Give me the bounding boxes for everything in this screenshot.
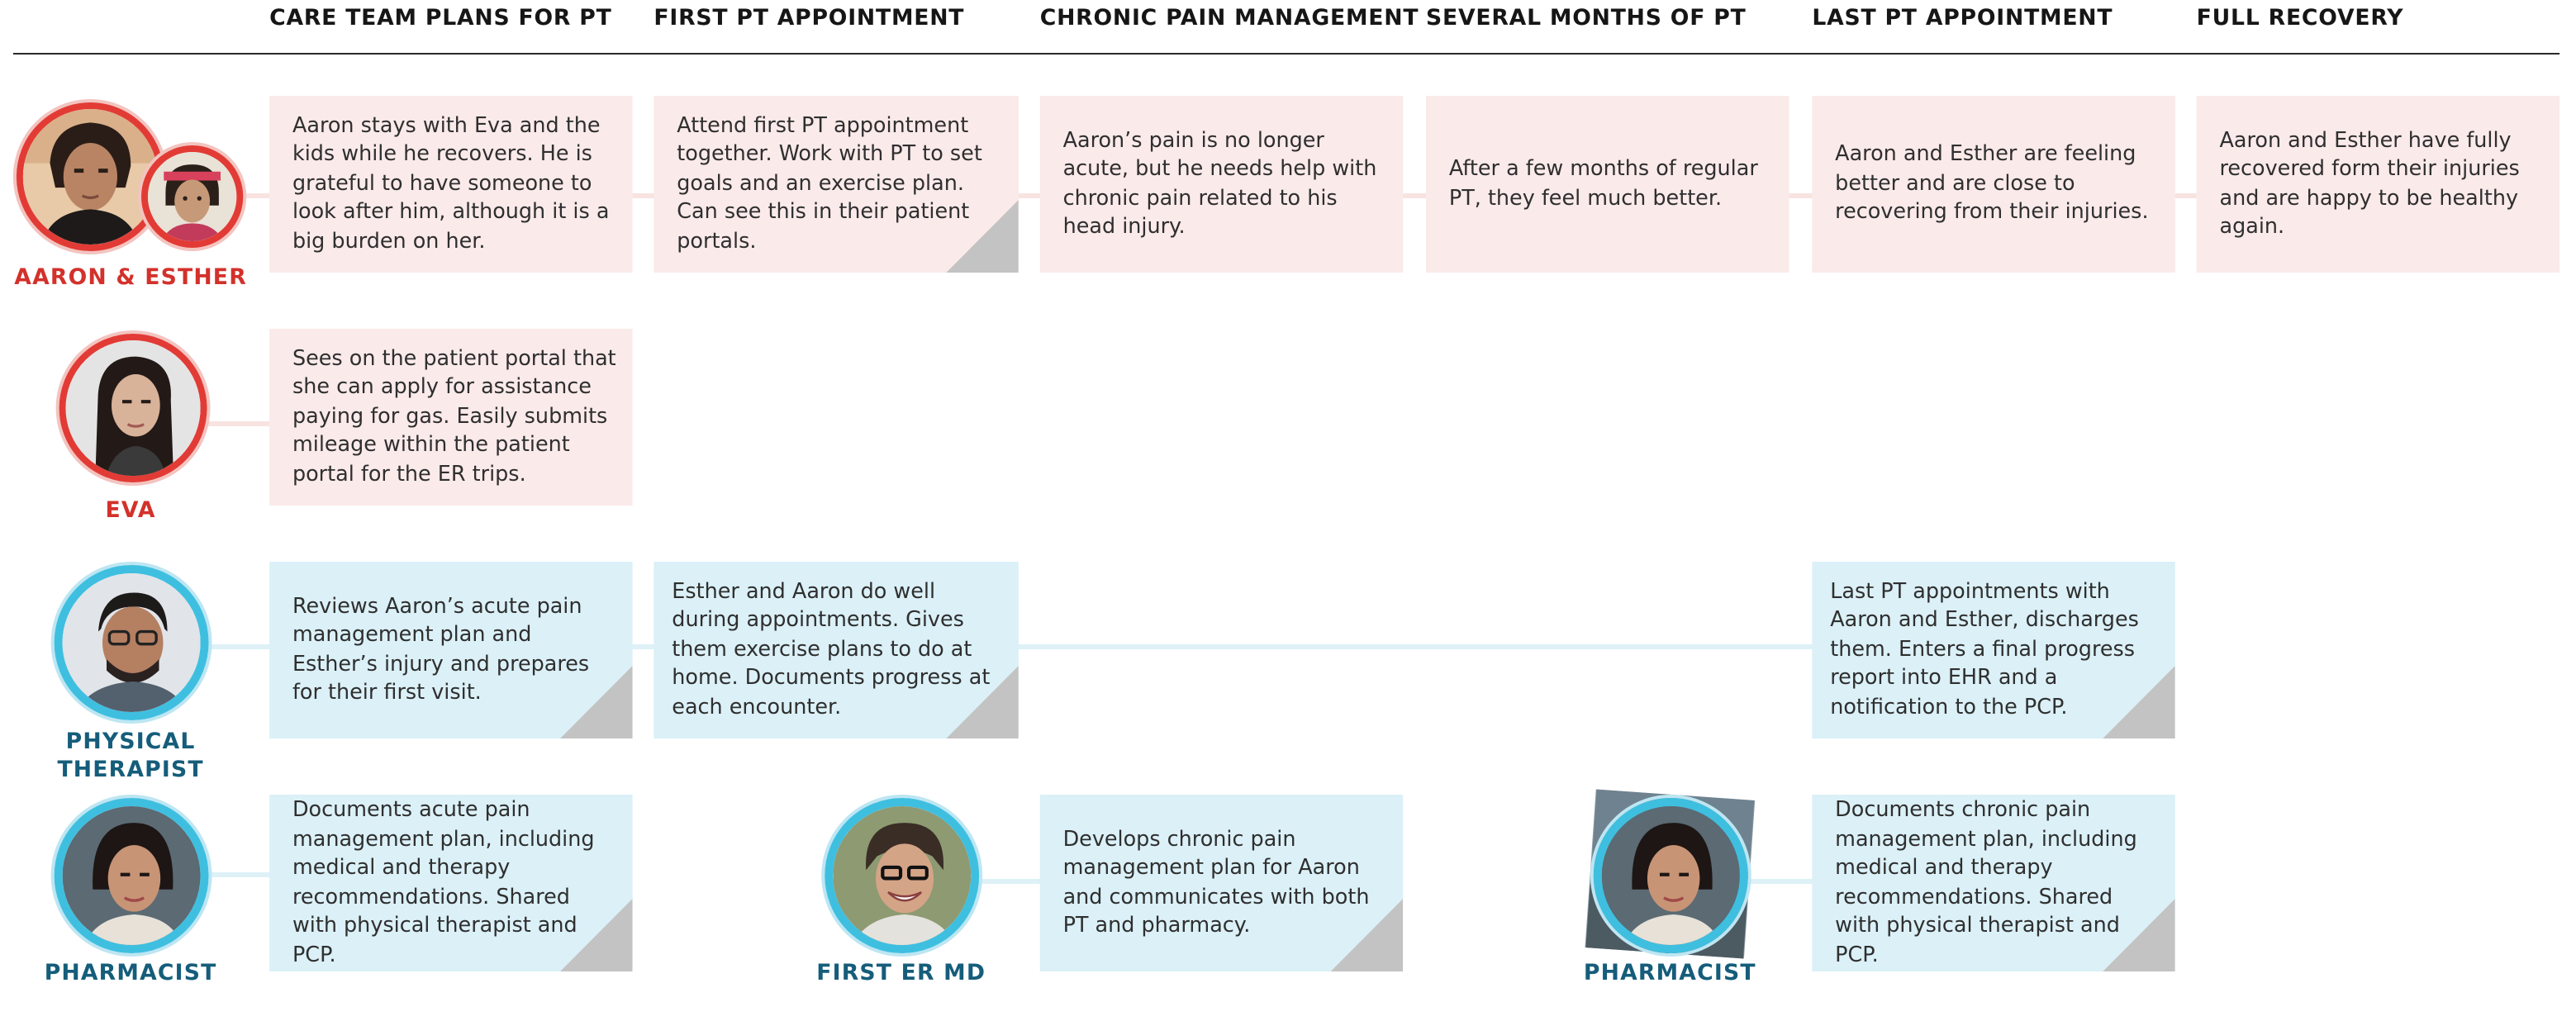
journey-card-pharmacist-care-team: Documents acute pain management plan, in… <box>269 795 633 971</box>
journey-card-aaron-several-months: After a few months of regular PT, they f… <box>1426 96 1789 273</box>
first-er-md-portrait-icon <box>833 806 972 945</box>
card-text: Attend first PT appointment together. Wo… <box>677 113 982 254</box>
card-text: Aaron and Esther have fully recovered fo… <box>2219 128 2520 240</box>
card-text: Last PT appointments with Aaron and Esth… <box>1830 579 2139 720</box>
card-text: Aaron and Esther are feeling better and … <box>1835 142 2149 226</box>
actor-label-physical-therapist-line1: PHYSICAL <box>65 730 196 755</box>
actor-label-pharmacist: PHARMACIST <box>44 962 217 986</box>
esther-portrait-icon <box>147 152 237 241</box>
journey-card-pt-last-pt: Last PT appointments with Aaron and Esth… <box>1812 562 2175 738</box>
card-text: Aaron stays with Eva and the kids while … <box>292 113 610 254</box>
card-text: Documents acute pain management plan, in… <box>292 798 595 967</box>
physical-therapist-avatar <box>54 565 209 720</box>
actor-label-physical-therapist-line2: THERAPIST <box>57 758 204 783</box>
card-text: Aaron’s pain is no longer acute, but he … <box>1062 128 1377 240</box>
aaron-avatar <box>16 102 164 251</box>
stage-header-chronic-pain-management: CHRONIC PAIN MANAGEMENT <box>1039 7 1419 31</box>
actor-label-aaron-esther: AARON & ESTHER <box>14 266 247 291</box>
eva-avatar <box>59 334 207 482</box>
journey-card-aaron-full-recovery: Aaron and Esther have fully recovered fo… <box>2196 96 2560 273</box>
journey-card-aaron-care-team: Aaron stays with Eva and the kids while … <box>269 96 633 273</box>
journey-card-pt-care-team: Reviews Aaron’s acute pain management pl… <box>269 562 633 738</box>
stage-header-several-months-of-pt: SEVERAL MONTHS OF PT <box>1426 7 1747 31</box>
card-text: Documents chronic pain management plan, … <box>1835 798 2137 967</box>
eva-portrait-icon <box>65 340 201 476</box>
header-divider <box>12 53 2560 55</box>
stage-header-last-pt-appointment: LAST PT APPOINTMENT <box>1812 7 2113 31</box>
card-text: After a few months of regular PT, they f… <box>1448 157 1758 211</box>
pharmacist-avatar-2 <box>1593 798 1748 953</box>
swimlane-line-pharmacist-2 <box>1741 879 1821 884</box>
journey-card-aaron-first-pt: Attend first PT appointment together. Wo… <box>654 96 1019 273</box>
swimlane-line-eva <box>205 421 272 426</box>
swimlane-line-pharmacist <box>200 872 275 877</box>
esther-avatar <box>141 145 244 248</box>
stage-header-first-pt-appointment: FIRST PT APPOINTMENT <box>654 7 965 31</box>
actor-label-eva: EVA <box>105 499 156 524</box>
card-text: Develops chronic pain management plan fo… <box>1062 827 1370 938</box>
stage-header-full-recovery: FULL RECOVERY <box>2196 7 2404 31</box>
journey-card-pharmacist-last-pt: Documents chronic pain management plan, … <box>1812 795 2175 971</box>
journey-card-eva-care-team: Sees on the patient portal that she can … <box>269 329 633 506</box>
journey-card-aaron-chronic-pain: Aaron’s pain is no longer acute, but he … <box>1039 96 1404 273</box>
journey-card-aaron-last-pt: Aaron and Esther are feeling better and … <box>1812 96 2175 273</box>
actor-label-first-er-md: FIRST ER MD <box>816 962 986 986</box>
stage-header-care-team-plans: CARE TEAM PLANS FOR PT <box>269 7 612 31</box>
card-text: Reviews Aaron’s acute pain management pl… <box>292 594 590 705</box>
actor-label-pharmacist-2: PHARMACIST <box>1583 962 1756 986</box>
swimlane-line-first-er-md <box>969 879 1048 884</box>
pharmacist-portrait-icon <box>1601 806 1740 945</box>
pharmacist-portrait-icon <box>62 806 201 945</box>
card-text: Esther and Aaron do well during appointm… <box>672 579 991 720</box>
first-er-md-avatar <box>825 798 980 953</box>
journey-card-pt-first-pt: Esther and Aaron do well during appointm… <box>654 562 1019 738</box>
pharmacist-avatar <box>54 798 209 953</box>
journey-card-er-md-chronic-pain: Develops chronic pain management plan fo… <box>1039 795 1404 971</box>
physical-therapist-portrait-icon <box>62 573 201 712</box>
aaron-portrait-icon <box>22 109 158 245</box>
card-text: Sees on the patient portal that she can … <box>292 346 616 487</box>
